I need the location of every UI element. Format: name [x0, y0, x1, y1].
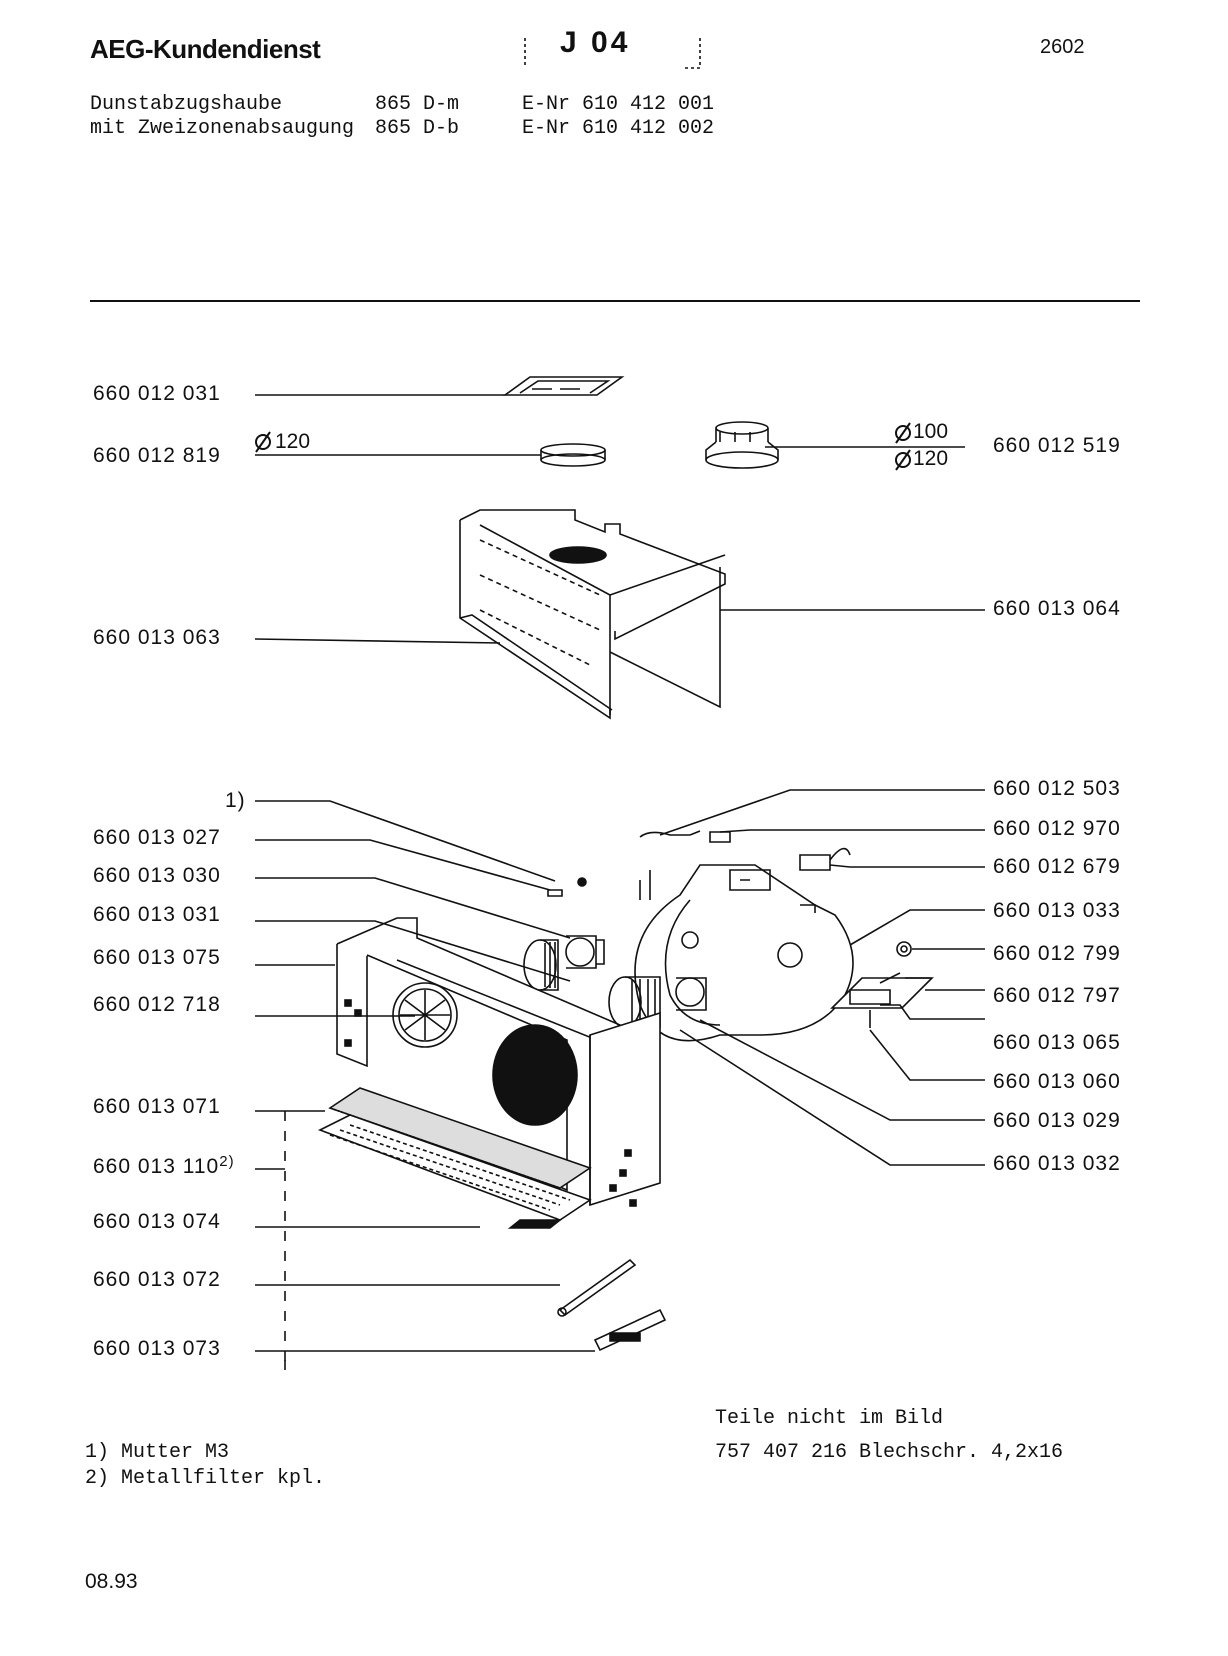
model-enr-1: E-Nr 610 412 001 — [522, 93, 715, 116]
filter-clip-part — [593, 1308, 667, 1352]
part-number: 660 012 819 — [93, 444, 221, 467]
diameter-120-label: 120 — [275, 430, 311, 453]
diameter-120-right-label: 120 — [913, 447, 949, 470]
footnote-ref: 1) — [225, 789, 246, 812]
part-number: 660 013 063 — [93, 626, 221, 649]
part-number: 660 012 503 — [993, 777, 1121, 800]
parts-not-shown-title: Teile nicht im Bild — [715, 1407, 944, 1430]
part-number: 660 013 032 — [993, 1152, 1121, 1175]
part-number: 660 013 075 — [93, 946, 221, 969]
filter-rail-part — [558, 1258, 637, 1317]
part-number: 660 013 060 — [993, 1070, 1121, 1093]
part-number: 660 013 072 — [93, 1268, 221, 1291]
diameter-100-label: 100 — [913, 420, 949, 443]
metal-filter-part — [318, 1087, 592, 1229]
parts-not-shown-item: 757 407 216 Blechschr. 4,2x16 — [715, 1441, 1064, 1464]
document-code: J 04 — [560, 26, 631, 59]
model-code-1: 865 D-m — [375, 93, 460, 116]
hood-housing-part — [459, 509, 726, 720]
reducer-adapter-part — [705, 421, 779, 469]
motor-left-part — [565, 935, 605, 969]
part-number: 660 013 071 — [93, 1095, 221, 1118]
part-number: 660 013 029 — [993, 1109, 1121, 1132]
part-number: 660 012 797 — [993, 984, 1121, 1007]
part-number: 660 012 679 — [993, 855, 1121, 878]
footnote-1: 1) Mutter M3 — [85, 1441, 230, 1464]
document-number: 2602 — [1040, 36, 1085, 58]
part-number: 660 012 970 — [993, 817, 1121, 840]
part-number: 660 013 031 — [93, 903, 221, 926]
blower-wheel-right-part — [608, 976, 707, 1028]
part-number: 660 013 064 — [993, 597, 1121, 620]
part-number: 660 013 027 — [93, 826, 221, 849]
part-number: 660 012 799 — [993, 942, 1121, 965]
issue-date: 08.93 — [85, 1570, 138, 1593]
model-name-1: Dunstabzugshaube — [90, 93, 283, 116]
brand-title: AEG-Kundendienst — [90, 34, 321, 64]
part-number: 660 012 519 — [993, 434, 1121, 457]
part-number: 660 012 718 — [93, 993, 221, 1016]
part-number: 660 013 065 — [993, 1031, 1121, 1054]
part-number-text: 660 013 110 — [93, 1155, 220, 1178]
header-divider — [90, 300, 1140, 302]
part-number: 660 013 033 — [993, 899, 1121, 922]
footnote-sup: 2) — [219, 1153, 235, 1170]
part-number: 660 013 074 — [93, 1210, 221, 1233]
fan-housing-part — [634, 864, 854, 1042]
part-number: 660 013 030 — [93, 864, 221, 887]
blower-wheel-left-part — [523, 939, 559, 991]
model-enr-2: E-Nr 610 412 002 — [522, 117, 715, 140]
part-number: 660 013 073 — [93, 1337, 221, 1360]
part-number: 660 013 1102) — [93, 1153, 235, 1179]
model-name-2: mit Zweizonenabsaugung — [90, 117, 355, 140]
footnote-2: 2) Metallfilter kpl. — [85, 1467, 326, 1490]
part-number: 660 012 031 — [93, 382, 221, 405]
cover-plate-part — [502, 376, 625, 396]
side-panel-part — [589, 1011, 661, 1207]
model-code-2: 865 D-b — [375, 117, 460, 140]
